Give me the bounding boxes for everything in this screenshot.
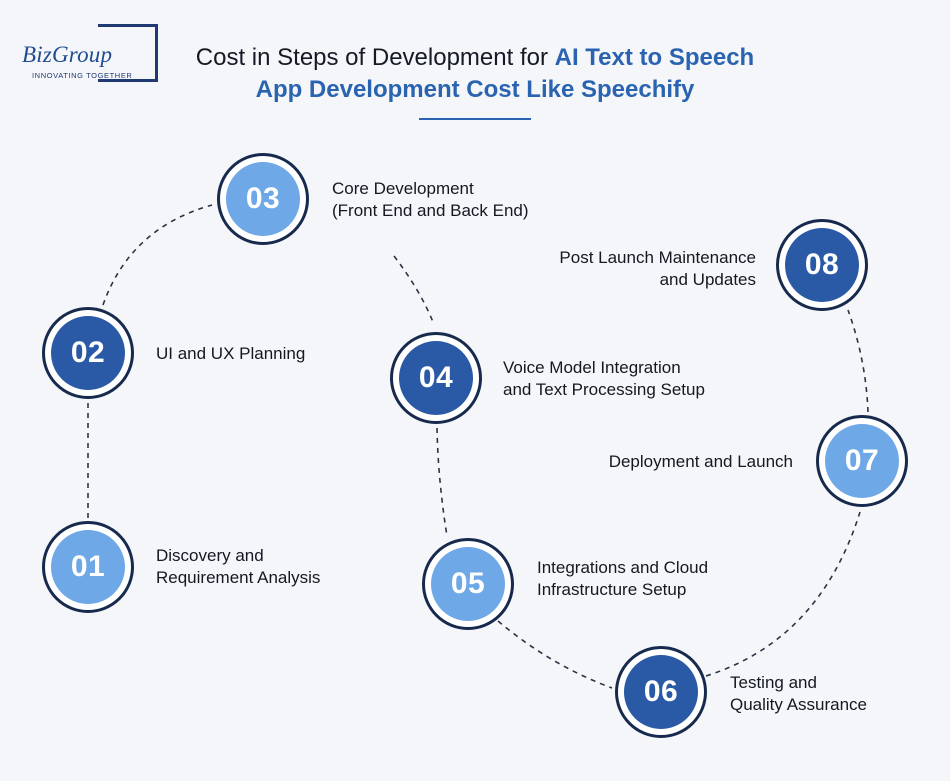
step-number-04: 04 (399, 341, 473, 415)
step-number-08: 08 (785, 228, 859, 302)
logo-tagline: INNOVATING TOGETHER (32, 71, 133, 80)
page-title: Cost in Steps of Development for AI Text… (160, 42, 790, 106)
step-node-01: 01 (42, 521, 134, 613)
step-label-04: Voice Model Integration and Text Process… (503, 358, 705, 399)
step-number-05: 05 (431, 547, 505, 621)
step-number-03: 03 (226, 162, 300, 236)
step-number-02: 02 (51, 316, 125, 390)
step-number-06: 06 (624, 655, 698, 729)
connector-04-05 (436, 427, 448, 537)
connector-06-07 (705, 511, 861, 677)
title-underline (419, 118, 531, 120)
bizgroup-logo: BizGroup INNOVATING TOGETHER (22, 24, 158, 84)
step-node-05: 05 (422, 538, 514, 630)
step-node-08: 08 (776, 219, 868, 311)
connector-03-04 (393, 255, 434, 323)
step-label-08: Post Launch Maintenance and Updates (559, 248, 756, 289)
step-label-06: Testing and Quality Assurance (730, 673, 868, 714)
connector-07-08 (847, 309, 869, 413)
logo-name: BizGroup (22, 42, 113, 67)
step-label-07: Deployment and Launch (608, 452, 793, 471)
step-node-03: 03 (217, 153, 309, 245)
connector-05-06 (497, 620, 613, 689)
step-label-05: Integrations and Cloud Infrastructure Se… (537, 558, 709, 599)
logo-frame (98, 24, 158, 82)
step-node-02: 02 (42, 307, 134, 399)
step-label-01: Discovery and Requirement Analysis (156, 546, 321, 587)
title-accent-line1: AI Text to Speech (554, 44, 755, 71)
step-node-06: 06 (615, 646, 707, 738)
step-node-07: 07 (816, 415, 908, 507)
step-number-07: 07 (825, 424, 899, 498)
connector-02-03 (102, 204, 213, 306)
step-label-03: Core Development (Front End and Back End… (332, 179, 529, 220)
title-accent-line2: App Development Cost Like Speechify (255, 76, 695, 103)
step-node-04: 04 (390, 332, 482, 424)
step-number-01: 01 (51, 530, 125, 604)
step-label-02: UI and UX Planning (156, 344, 306, 363)
title-plain: Cost in Steps of Development for (195, 44, 555, 71)
